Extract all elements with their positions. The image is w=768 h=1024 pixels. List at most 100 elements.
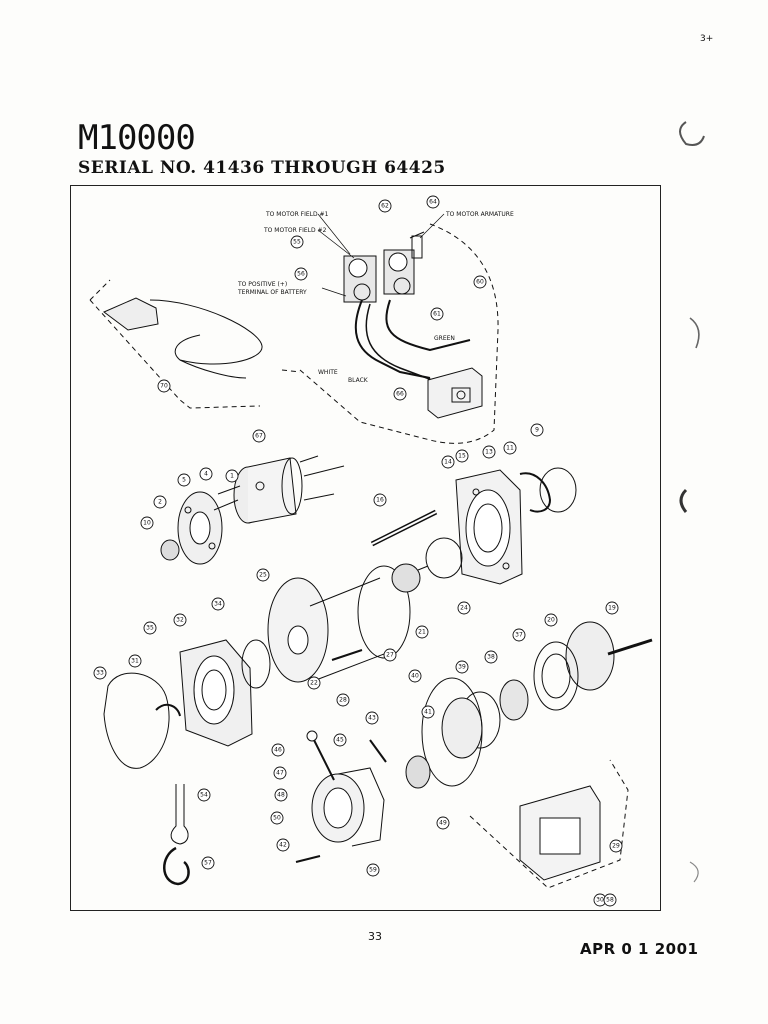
gear-38 bbox=[499, 679, 529, 721]
callout-number: 15 bbox=[458, 453, 466, 460]
callout-number: 49 bbox=[439, 820, 447, 827]
callout-circle bbox=[441, 455, 455, 469]
callout-circle bbox=[503, 441, 517, 455]
callout-number: 2 bbox=[158, 499, 162, 506]
callout-number: 40 bbox=[411, 673, 419, 680]
callout-circle bbox=[256, 568, 270, 582]
callout-circle bbox=[455, 449, 469, 463]
callout-number: 67 bbox=[255, 433, 263, 440]
label-motor-armature: TO MOTOR ARMATURE bbox=[445, 211, 514, 218]
callout-circle bbox=[544, 613, 558, 627]
callout-circle bbox=[512, 628, 526, 642]
callout-circle bbox=[473, 275, 487, 289]
callout-number: 66 bbox=[396, 391, 404, 398]
callout-circle bbox=[273, 766, 287, 780]
label-black: BLACK bbox=[348, 377, 369, 384]
callout-circle bbox=[484, 650, 498, 664]
callout-number: 39 bbox=[458, 664, 466, 671]
callout-number: 1 bbox=[230, 473, 234, 480]
gear-40 bbox=[441, 697, 483, 759]
callout-circle bbox=[365, 711, 379, 725]
callout-number: 47 bbox=[276, 770, 284, 777]
callout-circle bbox=[307, 676, 321, 690]
callout-number: 28 bbox=[339, 697, 347, 704]
fairlead bbox=[469, 759, 629, 889]
hook-assembly bbox=[163, 784, 190, 886]
output-shaft-19 bbox=[607, 638, 653, 656]
callout-number: 22 bbox=[310, 680, 318, 687]
callout-number: 20 bbox=[547, 617, 555, 624]
callout-circle bbox=[605, 601, 619, 615]
brake-disc-41 bbox=[421, 677, 483, 787]
callout-number: 43 bbox=[368, 715, 376, 722]
callout-number: 11 bbox=[506, 445, 514, 452]
callout-number: 21 bbox=[418, 629, 426, 636]
callout-number: 13 bbox=[485, 449, 493, 456]
callout-number: 58 bbox=[606, 897, 614, 904]
callout-number: 34 bbox=[214, 601, 222, 608]
callout-number: 54 bbox=[200, 792, 208, 799]
white-cable bbox=[354, 299, 431, 379]
callout-circle bbox=[430, 307, 444, 321]
callout-number: 31 bbox=[131, 658, 139, 665]
callout-circle bbox=[530, 423, 544, 437]
retaining-ring bbox=[519, 472, 552, 513]
carrier-37 bbox=[533, 641, 579, 711]
end-housing bbox=[179, 639, 253, 747]
callout-number: 5 bbox=[182, 477, 186, 484]
label-white: WHITE bbox=[318, 369, 338, 376]
callout-circle bbox=[211, 597, 225, 611]
callout-number: 10 bbox=[143, 520, 151, 527]
callout-number: 9 bbox=[535, 427, 539, 434]
o-ring-9 bbox=[539, 467, 577, 513]
callout-circle bbox=[177, 473, 191, 487]
callout-circle bbox=[421, 705, 435, 719]
callout-circle bbox=[199, 467, 213, 481]
callout-number: 19 bbox=[608, 605, 616, 612]
callout-circle bbox=[609, 839, 623, 853]
label-motor-field-2: TO MOTOR FIELD #2 bbox=[263, 227, 327, 234]
callout-number: 38 bbox=[487, 654, 495, 661]
bolt-54 bbox=[295, 855, 321, 863]
callout-circle bbox=[294, 267, 308, 281]
callout-circle bbox=[140, 516, 154, 530]
callout-circle bbox=[290, 235, 304, 249]
callout-number: 24 bbox=[460, 605, 468, 612]
callout-circle bbox=[393, 387, 407, 401]
gear-housing bbox=[455, 469, 523, 585]
corner-mark: 3+ bbox=[700, 34, 714, 44]
label-green: GREEN bbox=[434, 335, 455, 342]
callout-circle bbox=[603, 893, 617, 907]
callout-circle bbox=[373, 493, 387, 507]
callout-circle bbox=[333, 733, 347, 747]
callout-circle bbox=[201, 856, 215, 870]
callout-number: 62 bbox=[381, 203, 389, 210]
callout-circle bbox=[271, 743, 285, 757]
motor-cap bbox=[160, 539, 180, 561]
callout-number: 16 bbox=[376, 497, 384, 504]
received-date-stamp: APR 0 1 2001 bbox=[580, 940, 699, 958]
o-ring-34 bbox=[241, 639, 271, 689]
callout-number: 45 bbox=[336, 737, 344, 744]
callout-number: 70 bbox=[160, 383, 168, 390]
callout-circle bbox=[408, 669, 422, 683]
callout-circle bbox=[143, 621, 157, 635]
callout-number: 60 bbox=[476, 279, 484, 286]
callout-circle bbox=[457, 601, 471, 615]
callout-markers: 6264555660616670671452101415131191625212… bbox=[93, 195, 623, 907]
callout-circle bbox=[383, 648, 397, 662]
label-positive: TO POSITIVE (+) bbox=[237, 281, 287, 288]
green-cable bbox=[385, 299, 471, 352]
callout-number: 33 bbox=[96, 670, 104, 677]
callout-number: 57 bbox=[204, 860, 212, 867]
black-cable bbox=[365, 303, 433, 381]
callout-number: 41 bbox=[424, 709, 432, 716]
callout-number: 42 bbox=[279, 842, 287, 849]
callout-circle bbox=[225, 469, 239, 483]
switch-box bbox=[427, 367, 483, 419]
motor-end-plate bbox=[177, 485, 241, 565]
callout-circle bbox=[157, 379, 171, 393]
callout-number: 46 bbox=[274, 747, 282, 754]
drum-pin bbox=[331, 649, 363, 661]
